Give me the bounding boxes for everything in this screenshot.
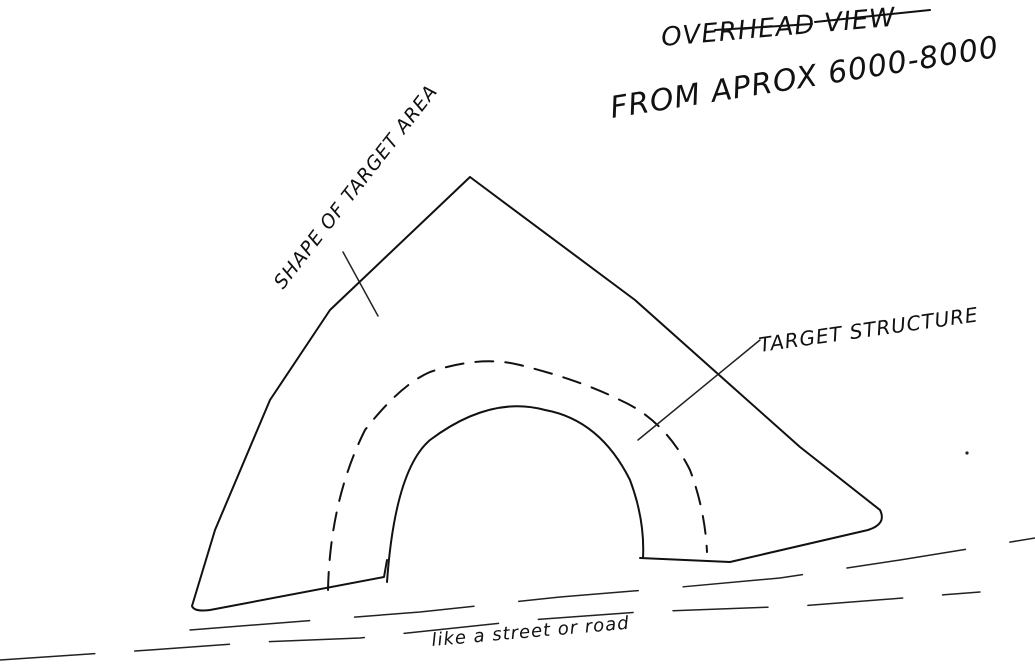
target-structure-leader-line (638, 340, 760, 440)
target-structure-outer-arch (328, 361, 707, 590)
road-label: like a street or road (431, 613, 631, 651)
target-structure-label: TARGET STRUCTURE (757, 302, 980, 357)
target-area-triangle (192, 177, 882, 611)
target-structure-inner-arch (387, 406, 643, 582)
stray-mark (965, 451, 968, 454)
target-area-leader-line (343, 252, 378, 316)
target-area-label: SHAPE OF TARGET AREA (270, 81, 443, 293)
title-text: OVERHEAD VIEW (660, 3, 897, 53)
